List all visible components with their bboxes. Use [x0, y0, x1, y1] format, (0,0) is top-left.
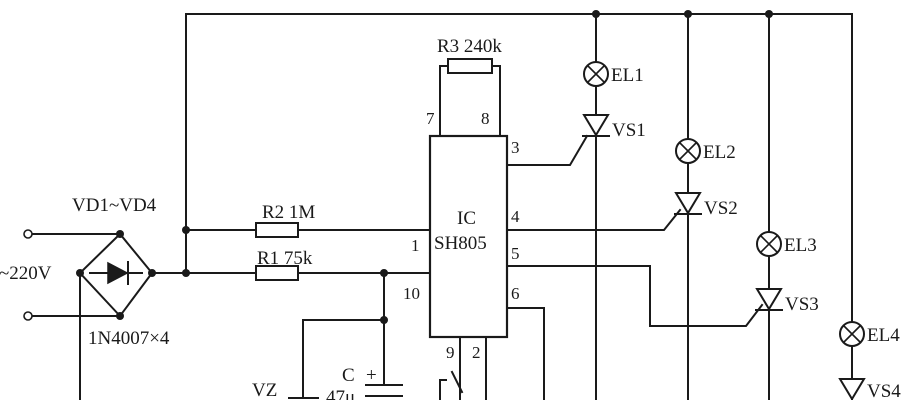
ic-sh805-body: [428, 134, 509, 339]
bridge-diode-icon: [107, 261, 129, 285]
el1-label: EL1: [611, 65, 644, 86]
pin-7-number: 7: [426, 109, 435, 128]
out-5-wire: [506, 265, 764, 327]
thyristor-vs3-icon: [755, 288, 783, 311]
thyristor-vs1-icon: [582, 114, 610, 137]
switch-icon: [439, 370, 464, 400]
bridge-rectifier: [78, 232, 154, 318]
lamp-el4: [839, 321, 865, 347]
pin-5-number: 5: [511, 244, 520, 263]
lamp-cross: [587, 65, 605, 83]
junction-dot: [182, 226, 190, 234]
resistor-r1-icon: [255, 265, 299, 281]
el4-label: EL4: [867, 325, 900, 346]
thyristor-vs3: [755, 288, 783, 311]
thyristor-vs2-icon: [674, 192, 702, 215]
lamp-el1: [583, 61, 609, 87]
ac-terminal-bottom: [23, 311, 33, 321]
vs3-label: VS3: [785, 294, 819, 315]
zener-label: VZ: [252, 380, 277, 400]
junction-dot: [380, 316, 388, 324]
ic-part-label: SH805: [434, 233, 487, 254]
pin-10-number: 10: [403, 284, 420, 303]
pin-1-number: 1: [411, 236, 420, 255]
cap-ref-label: C: [342, 365, 355, 386]
el2-label: EL2: [703, 142, 736, 163]
lamp-cross: [760, 235, 778, 253]
lamp-cross: [843, 325, 861, 343]
junction-dot: [182, 269, 190, 277]
thyristor-vs1: [582, 114, 610, 137]
bridge-diamond: [78, 232, 154, 318]
cap-plus-label: +: [366, 365, 377, 386]
thyristor-vs4-icon: [838, 378, 866, 400]
wires: [29, 13, 853, 400]
thyristor-vs2: [674, 192, 702, 215]
resistor-r2-icon: [255, 222, 299, 238]
r3-loop-wire: [439, 65, 501, 137]
pin-2-number: 2: [472, 343, 481, 362]
r3-label: R3 240k: [437, 36, 502, 57]
pin-9-number: 9: [446, 343, 455, 362]
zener-branch-wire: [302, 319, 385, 399]
junction-dot: [765, 10, 773, 18]
pin-4-number: 4: [511, 207, 520, 226]
el3-label: EL3: [784, 235, 817, 256]
out-3-wire: [506, 134, 589, 166]
capacitor-c: [365, 384, 403, 397]
cap-value-label: 47μ: [326, 387, 355, 400]
lamp-el3: [756, 231, 782, 257]
r1-label: R1 75k: [257, 248, 313, 269]
vs2-label: VS2: [704, 198, 738, 219]
vs1-label: VS1: [612, 120, 646, 141]
r2-label: R2 1M: [262, 202, 315, 223]
ic-ref-label: IC: [457, 208, 476, 229]
lamp-el2: [675, 138, 701, 164]
out-6-wire: [506, 307, 545, 400]
junction-dot: [380, 269, 388, 277]
thyristor-vs4: [838, 378, 866, 400]
junctions: [76, 10, 773, 324]
bridge-label: VD1~VD4: [72, 195, 157, 216]
junction-dot: [684, 10, 692, 18]
diode-label: 1N4007×4: [88, 328, 170, 349]
resistor-r3-icon: [447, 58, 493, 74]
pin-6-number: 6: [511, 284, 520, 303]
vs4-label: VS4: [867, 381, 901, 400]
pin-8-number: 8: [481, 109, 490, 128]
pin-3-number: 3: [511, 138, 520, 157]
ac-terminal-top: [23, 229, 33, 239]
mains-label: ~220V: [0, 263, 52, 284]
lamp-cross: [679, 142, 697, 160]
junction-dot: [592, 10, 600, 18]
out-4-wire: [506, 208, 682, 231]
